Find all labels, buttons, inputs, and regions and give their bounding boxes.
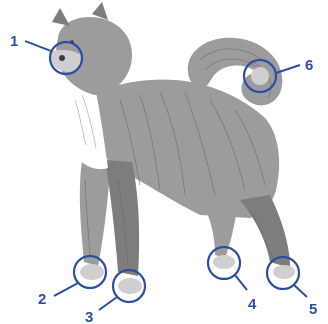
callout-line-4 (234, 274, 248, 291)
callout-number-1: 1 (10, 33, 18, 50)
callout-number-6: 6 (305, 57, 313, 74)
callout-ring-1 (48, 40, 84, 76)
callout-1: 1 (10, 33, 84, 76)
callout-ring-5 (265, 255, 301, 291)
callout-line-2 (53, 282, 79, 297)
callout-number-4: 4 (248, 296, 257, 313)
callout-ring-2 (72, 254, 108, 290)
callout-ring-3 (111, 268, 147, 304)
callout-ring-6 (242, 58, 278, 94)
callout-number-2: 2 (38, 291, 46, 308)
callout-3: 3 (85, 268, 147, 324)
callout-line-3 (98, 296, 118, 311)
callout-line-6 (275, 64, 301, 74)
callout-line-1 (24, 40, 52, 52)
callout-4: 4 (206, 245, 257, 313)
callout-number-5: 5 (309, 301, 317, 318)
dog-icon (49, 2, 295, 294)
callout-2: 2 (38, 254, 108, 308)
callout-ring-4 (206, 245, 242, 281)
callout-5: 5 (265, 255, 317, 318)
callout-6: 6 (242, 57, 313, 94)
callout-line-5 (293, 284, 308, 298)
callout-number-3: 3 (85, 309, 93, 324)
